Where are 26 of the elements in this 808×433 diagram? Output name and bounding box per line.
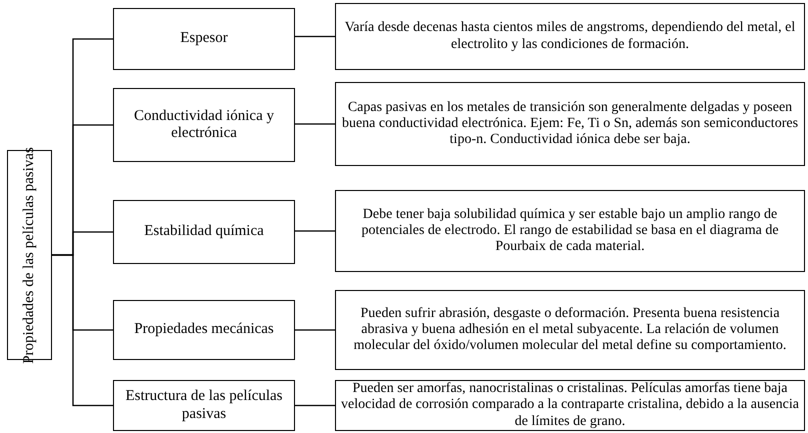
- connector-line: [295, 230, 335, 232]
- description-text: Capas pasivas en los metales de transición son generalmente delgadas y poseen buena conductividad electrónica. Ejem: Fe, Ti o Sn, además son semiconductores tipo-n. Conductividad iónica debe ser baja.: [340, 100, 800, 148]
- description-text: Debe tener baja solubilidad química y ser estable bajo un amplio rango de potenciales de electrodo. El rango de estabilidad se basa en el diagrama de Pourbaix de cada material.: [360, 206, 780, 256]
- connector-line: [295, 36, 335, 38]
- category-box: [113, 300, 295, 360]
- connector-line: [52, 254, 113, 406]
- description-box: [335, 190, 805, 272]
- connector-line: [295, 123, 335, 125]
- description-text: Pueden ser amorfas, nanocristalinas o cristalinas. Películas amorfas tiene baja velocidad de corrosión comparado a la contraparte cristalina, debido a la ausencia de límites de grano.: [340, 381, 800, 430]
- category-box: [113, 8, 295, 70]
- category-label: Conductividad iónica y electrónica: [133, 108, 275, 142]
- description-text: Pueden sufrir abrasión, desgaste o deformación. Presenta buena resistencia abrasiva y buena adhesión en el metal subyacente. La relación de volumen molecular del óxido/volumen molecular del metal define su comportamiento.: [352, 306, 788, 354]
- category-label: Espesor: [179, 30, 229, 48]
- category-label: Propiedades mecánicas: [133, 321, 275, 339]
- category-box: [113, 200, 295, 264]
- category-label: Estructura de las películas pasivas: [124, 388, 284, 423]
- category-label: Estabilidad química: [143, 223, 265, 241]
- description-text: Varía desde decenas hasta cientos miles de angstroms, dependiendo del metal, el electrolito y las condiciones de formación.: [344, 20, 796, 53]
- connector-line: [295, 404, 335, 406]
- description-box: [335, 3, 805, 70]
- root-title: Propiedades de las películas pasivas: [21, 146, 38, 364]
- description-box: [335, 82, 805, 166]
- category-box: [113, 88, 295, 162]
- connector-line: [295, 329, 335, 331]
- category-box: [113, 380, 295, 431]
- description-box: [335, 290, 805, 370]
